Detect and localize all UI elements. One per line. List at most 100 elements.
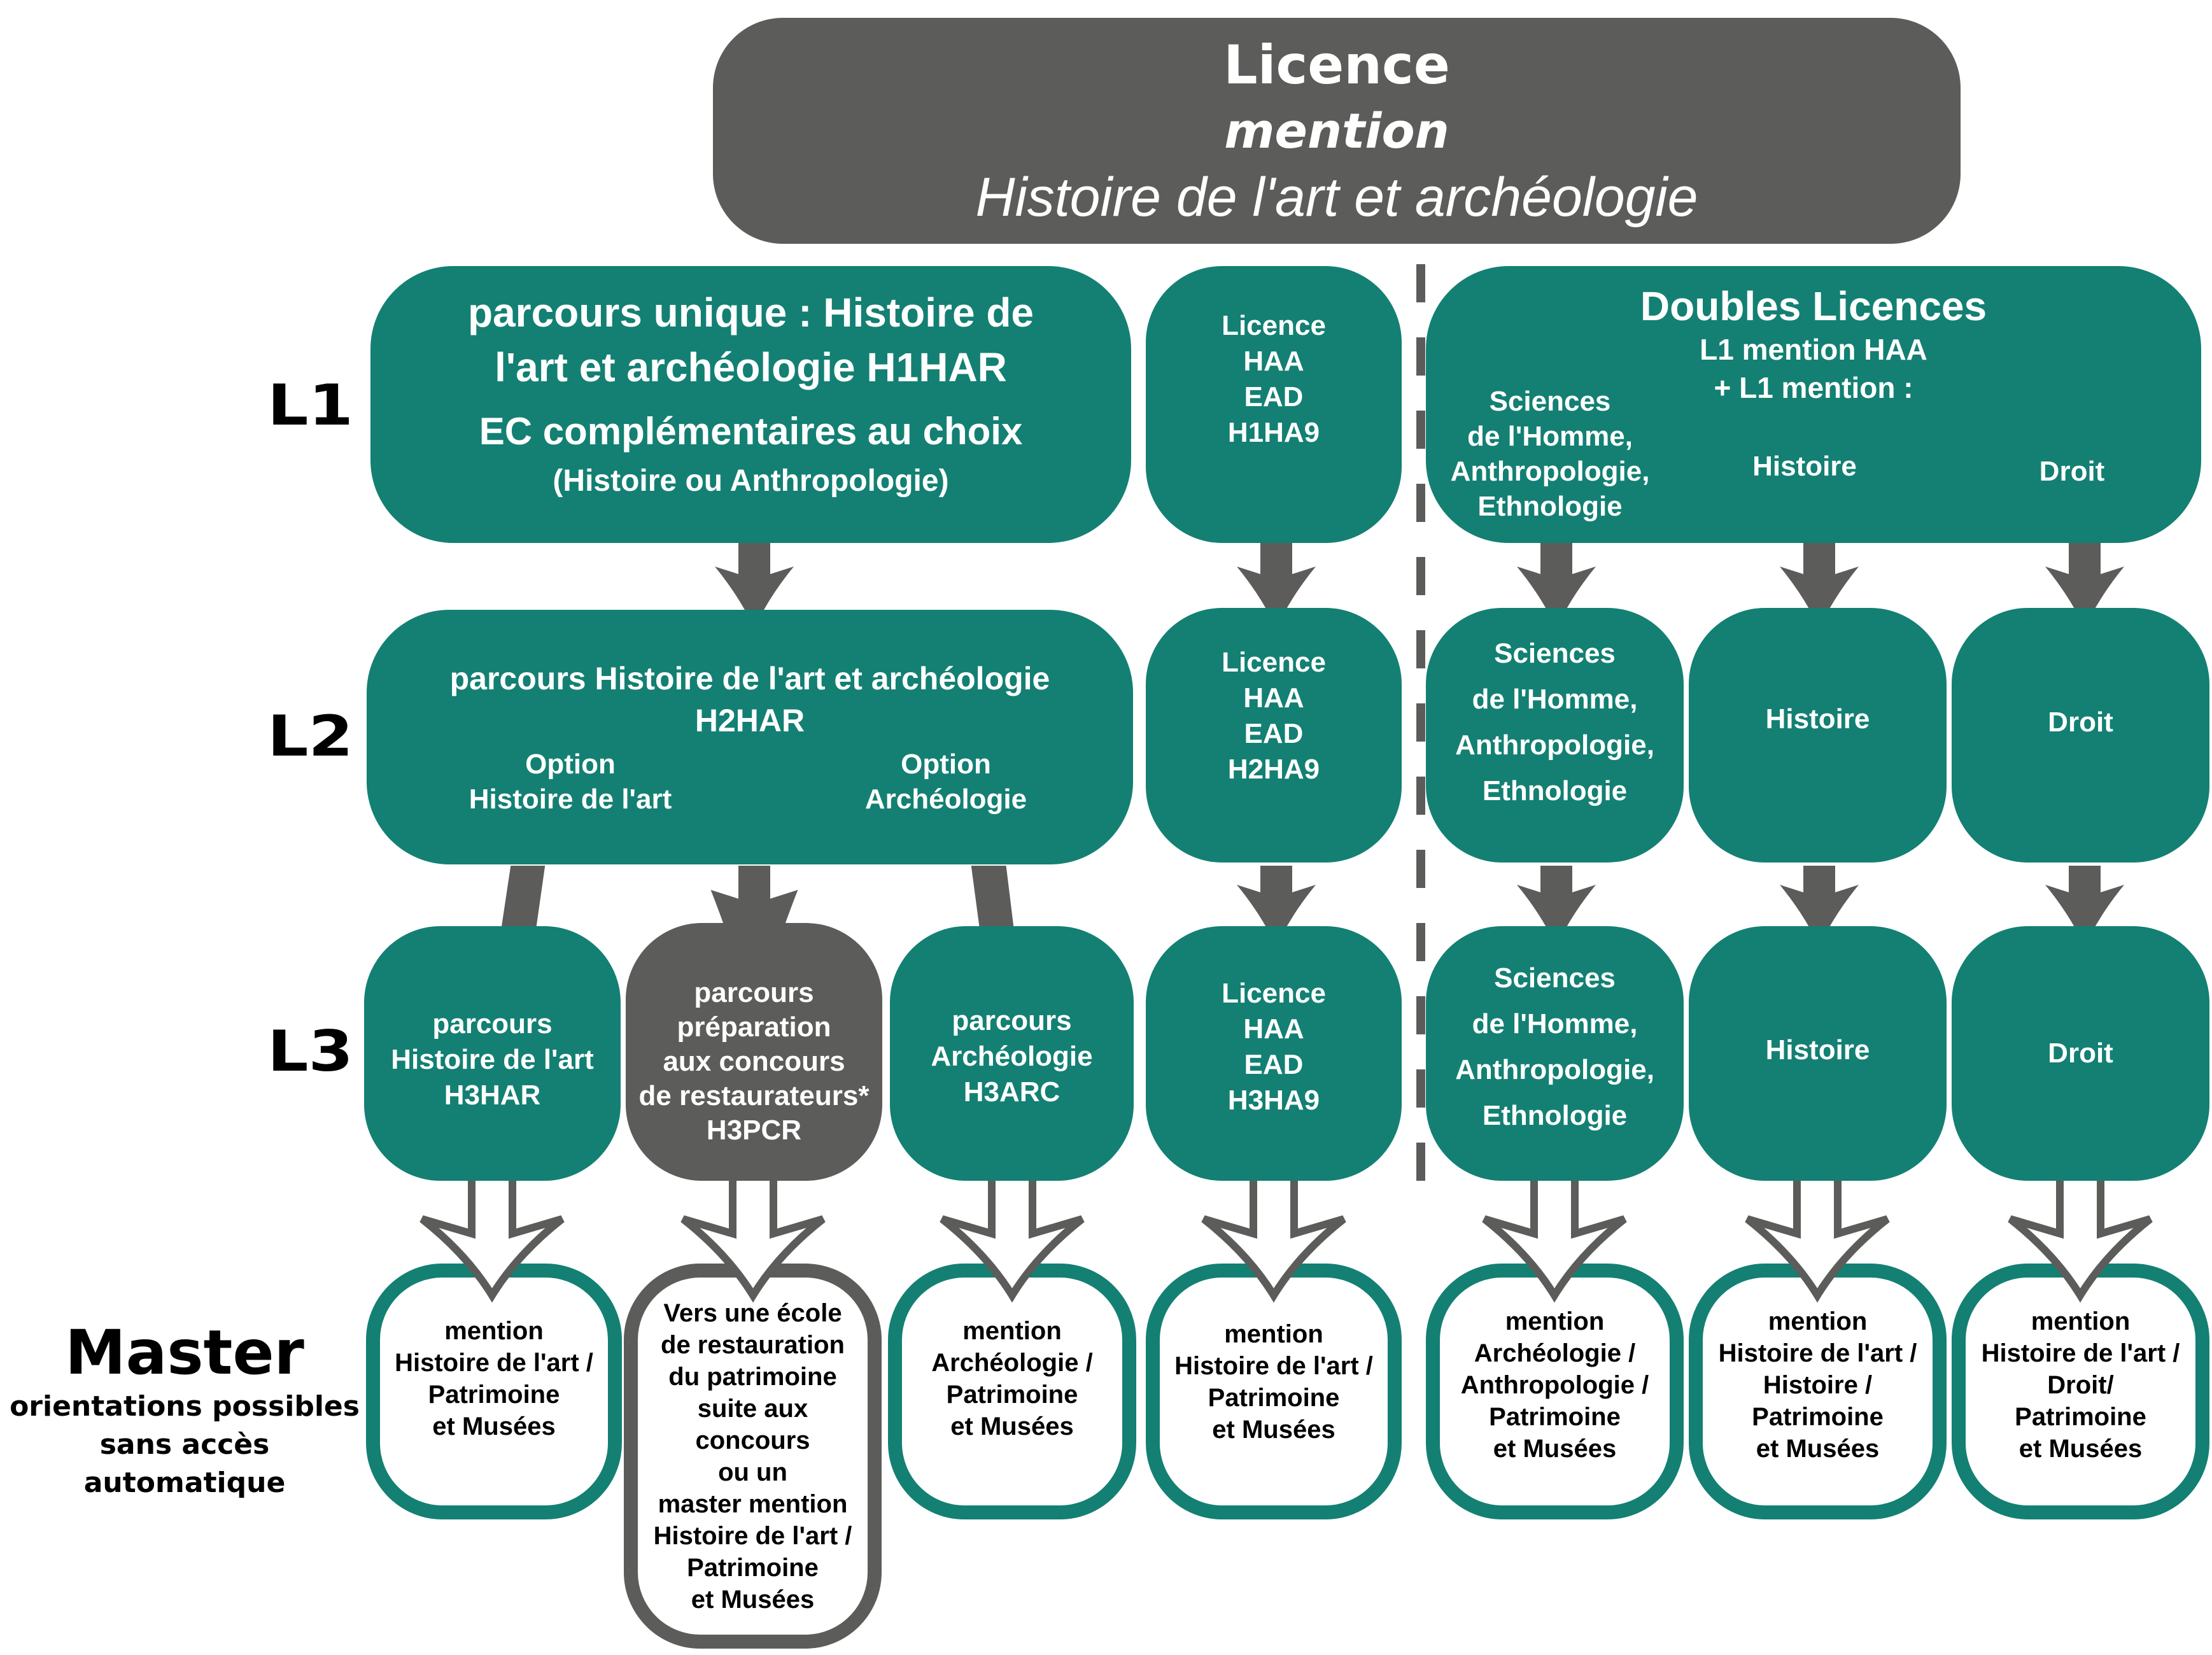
doubles-sciences: Sciences de l'Homme, Anthropologie, Ethn… (1432, 384, 1668, 524)
l3-arc[interactable]: parcours Archéologie H3ARC (890, 926, 1134, 1181)
option-line: Archéologie (864, 784, 1027, 815)
l2-droit-label: Droit (2048, 707, 2113, 738)
l3-pcr-line: de restaurateurs* (638, 1080, 870, 1111)
master-6-line: Patrimoine (1752, 1403, 1884, 1431)
l2-histoire[interactable]: Histoire (1689, 608, 1947, 863)
master-1-line: Histoire de l'art / (395, 1349, 593, 1377)
l1-ead-line: Licence (1222, 309, 1326, 341)
master-box-1[interactable]: mention Histoire de l'art / Patrimoine e… (366, 1264, 622, 1519)
l2-option-archeologie[interactable]: Option Archéologie (812, 747, 1080, 817)
l1-doubles-licences[interactable]: Doubles Licences L1 mention HAA + L1 men… (1426, 266, 2201, 543)
l3-pcr-line: H3PCR (706, 1114, 802, 1146)
master-2-line: Patrimoine (687, 1553, 819, 1582)
option-line: Option (901, 749, 991, 780)
master-box-2[interactable]: Vers une école de restauration du patrim… (624, 1264, 882, 1649)
l3-sciences-line: Sciences (1494, 962, 1616, 994)
l3-har-line: parcours (432, 1008, 553, 1039)
l1-parcours-line2: l'art et archéologie H1HAR (495, 344, 1007, 390)
doubles-sciences-line: de l'Homme, (1467, 421, 1633, 452)
l3-histoire[interactable]: Histoire (1689, 926, 1947, 1181)
master-box-7[interactable]: mention Histoire de l'art / Droit/ Patri… (1952, 1264, 2209, 1519)
master-5-line: mention (1505, 1307, 1605, 1335)
l3-pcr[interactable]: parcours préparation aux concours de res… (626, 923, 882, 1181)
l3-pcr-line: parcours (694, 976, 814, 1008)
l3-har[interactable]: parcours Histoire de l'art H3HAR (364, 926, 621, 1181)
l3-ead[interactable]: Licence HAA EAD H3HA9 (1146, 926, 1402, 1181)
doubles-sub1: L1 mention HAA (1700, 333, 1927, 366)
l2-parcours-code: H2HAR (694, 703, 805, 738)
l1-ead-line: H1HA9 (1227, 416, 1320, 448)
master-7-line: mention (2031, 1307, 2131, 1335)
l3-har-line: Histoire de l'art (391, 1044, 594, 1075)
master-1-line: et Musées (432, 1412, 556, 1440)
l2-option-histoire[interactable]: Option Histoire de l'art (437, 747, 704, 817)
master-note-2: sans accès automatique (83, 1428, 286, 1499)
master-2-line: Histoire de l'art / (653, 1521, 852, 1550)
master-5-line: et Musées (1493, 1435, 1617, 1463)
l2-sciences-line: Ethnologie (1482, 775, 1628, 806)
master-1-line: Patrimoine (428, 1381, 560, 1409)
master-2-line: Vers une école (663, 1299, 842, 1327)
l2-ead-line: Licence (1222, 647, 1326, 678)
l1-parcours-unique[interactable]: parcours unique : Histoire de l'art et a… (370, 266, 1131, 543)
doubles-title: Doubles Licences (1640, 283, 1987, 329)
master-7-line: et Musées (2018, 1435, 2143, 1463)
master-2-line: suite aux (697, 1394, 808, 1423)
master-1-line: mention (444, 1317, 544, 1345)
l2-parcours[interactable]: parcours Histoire de l'art et archéologi… (367, 610, 1133, 864)
l3-pcr-line: aux concours (663, 1045, 845, 1077)
master-label: Master orientations possibles sans accès… (6, 1318, 363, 1502)
licence-header: Licence mention Histoire de l'art et arc… (713, 18, 1961, 244)
l2-ead-line: H2HA9 (1227, 754, 1320, 785)
master-4-line: Histoire de l'art / (1174, 1352, 1373, 1380)
l2-sciences[interactable]: Sciences de l'Homme, Anthropologie, Ethn… (1426, 608, 1684, 863)
doubles-sciences-line: Anthropologie, (1450, 456, 1650, 487)
master-4-line: mention (1224, 1320, 1323, 1348)
master-3-line: mention (962, 1317, 1062, 1345)
l3-har-line: H3HAR (444, 1080, 541, 1111)
l3-arc-line: parcours (952, 1005, 1072, 1036)
master-box-4[interactable]: mention Histoire de l'art / Patrimoine e… (1146, 1264, 1402, 1519)
master-box-6[interactable]: mention Histoire de l'art / Histoire / P… (1689, 1264, 1947, 1519)
l1-ead-line: EAD (1244, 381, 1304, 412)
l3-arc-line: H3ARC (963, 1076, 1060, 1108)
l3-sciences-line: Ethnologie (1482, 1100, 1628, 1131)
master-2-line: master mention (658, 1490, 848, 1518)
master-7-line: Patrimoine (2015, 1403, 2146, 1431)
l3-droit-label: Droit (2048, 1038, 2113, 1069)
master-5-line: Patrimoine (1489, 1403, 1621, 1431)
level-label-l2: L2 (267, 703, 353, 769)
l2-ead-line: EAD (1244, 718, 1304, 749)
header-title: Licence (1223, 33, 1450, 96)
master-note-1: orientations possibles (10, 1390, 360, 1423)
l3-sciences-line: de l'Homme, (1472, 1008, 1638, 1039)
l1-parcours-line1: parcours unique : Histoire de (467, 289, 1034, 335)
l3-droit[interactable]: Droit (1952, 926, 2209, 1181)
doubles-droit: Droit (2039, 456, 2105, 487)
l3-sciences[interactable]: Sciences de l'Homme, Anthropologie, Ethn… (1426, 926, 1684, 1181)
l2-sciences-line: Sciences (1494, 638, 1616, 669)
l3-ead-line: H3HA9 (1227, 1085, 1320, 1116)
level-label-l3: L3 (267, 1018, 353, 1084)
master-7-line: Histoire de l'art / (1981, 1339, 2180, 1367)
l2-sciences-line: Anthropologie, (1455, 729, 1654, 761)
l1-ec-choice: (Histoire ou Anthropologie) (553, 463, 949, 498)
l1-ec-line: EC complémentaires au choix (479, 409, 1023, 453)
l2-droit[interactable]: Droit (1952, 608, 2209, 863)
master-box-3[interactable]: mention Archéologie / Patrimoine et Musé… (888, 1264, 1136, 1519)
l2-ead[interactable]: Licence HAA EAD H2HA9 (1146, 608, 1402, 863)
master-3-line: Patrimoine (946, 1381, 1078, 1409)
doubles-sciences-line: Ethnologie (1477, 491, 1623, 522)
master-2-line: et Musées (691, 1585, 815, 1614)
master-box-5[interactable]: mention Archéologie / Anthropologie / Pa… (1426, 1264, 1684, 1519)
l2-parcours-line1: parcours Histoire de l'art et archéologi… (449, 661, 1050, 696)
l3-arc-line: Archéologie (931, 1041, 1093, 1072)
master-6-line: Histoire de l'art / (1718, 1339, 1917, 1367)
l1-ead[interactable]: Licence HAA EAD H1HA9 (1146, 266, 1402, 543)
master-3-line: Archéologie / (931, 1349, 1093, 1377)
header-mention-name: Histoire de l'art et archéologie (975, 166, 1698, 228)
l3-sciences-line: Anthropologie, (1455, 1054, 1654, 1085)
option-line: Option (525, 749, 616, 780)
l2-sciences-line: de l'Homme, (1472, 684, 1638, 715)
doubles-sciences-line: Sciences (1489, 386, 1611, 417)
